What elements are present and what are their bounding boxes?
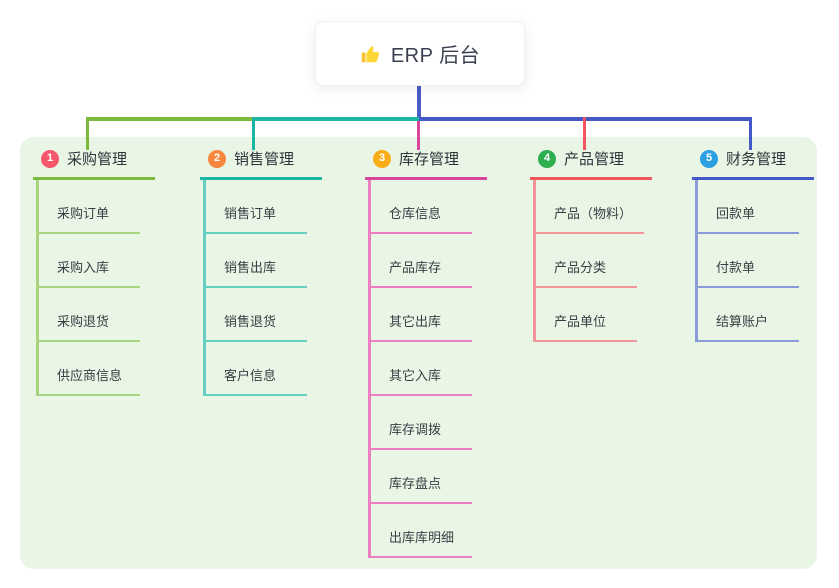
branch-sales: 2 销售管理 销售订单 销售出库 销售退货 客户信息 (200, 148, 322, 396)
branch-label: 销售管理 (234, 151, 295, 168)
child-row: 客户信息 (203, 342, 322, 396)
child-row: 采购退货 (36, 288, 155, 342)
branch-inventory: 3 库存管理 仓库信息 产品库存 其它出库 其它入库 库存调拨 库存盘点 出库库… (365, 148, 487, 558)
branch-product: 4 产品管理 产品（物料） 产品分类 产品单位 (530, 148, 652, 342)
branch-title-finance[interactable]: 5 财务管理 (692, 148, 814, 180)
child-row: 其它出库 (368, 288, 487, 342)
child-node[interactable]: 库存盘点 (368, 473, 472, 504)
branch-children: 仓库信息 产品库存 其它出库 其它入库 库存调拨 库存盘点 出库库明细 (368, 180, 487, 558)
branch-children: 产品（物料） 产品分类 产品单位 (533, 180, 652, 342)
child-node[interactable]: 销售退货 (203, 311, 307, 342)
branch-title-sales[interactable]: 2 销售管理 (200, 148, 322, 180)
child-row: 采购入库 (36, 234, 155, 288)
child-node[interactable]: 采购退货 (36, 311, 140, 342)
child-node[interactable]: 采购订单 (36, 203, 140, 234)
child-node[interactable]: 产品库存 (368, 257, 472, 288)
child-row: 出库库明细 (368, 504, 487, 558)
branch-label: 库存管理 (399, 151, 460, 168)
connector-child-vertical (695, 180, 698, 342)
connector-child-vertical (368, 180, 371, 558)
connector-child-vertical (533, 180, 536, 342)
branch-children: 采购订单 采购入库 采购退货 供应商信息 (36, 180, 155, 396)
branch-label: 产品管理 (564, 151, 625, 168)
child-node[interactable]: 客户信息 (203, 365, 307, 396)
branch-number-badge: 5 (700, 149, 718, 168)
branch-title-inventory[interactable]: 3 库存管理 (365, 148, 487, 180)
branch-children: 销售订单 销售出库 销售退货 客户信息 (203, 180, 322, 396)
child-row: 仓库信息 (368, 180, 487, 234)
child-row: 产品单位 (533, 288, 652, 342)
connector-drop-branch4 (583, 117, 586, 150)
connector-child-vertical (36, 180, 39, 396)
connector-root-vertical (417, 84, 421, 119)
connector-drop-branch5 (749, 117, 752, 150)
branch-children: 回款单 付款单 结算账户 (695, 180, 814, 342)
child-node[interactable]: 供应商信息 (36, 365, 140, 396)
branch-title-purchase[interactable]: 1 采购管理 (33, 148, 155, 180)
branch-title-product[interactable]: 4 产品管理 (530, 148, 652, 180)
branch-number-badge: 1 (41, 149, 59, 168)
child-node[interactable]: 销售出库 (203, 257, 307, 288)
child-row: 产品（物料） (533, 180, 652, 234)
connector-drop-branch1 (86, 117, 89, 150)
child-node[interactable]: 出库库明细 (368, 527, 472, 558)
branch-purchase: 1 采购管理 采购订单 采购入库 采购退货 供应商信息 (33, 148, 155, 396)
child-node[interactable]: 采购入库 (36, 257, 140, 288)
connector-bus-teal (254, 117, 419, 121)
child-row: 产品库存 (368, 234, 487, 288)
connector-bus-green (86, 117, 254, 121)
child-row: 销售出库 (203, 234, 322, 288)
mindmap-panel (20, 137, 817, 569)
child-node[interactable]: 其它出库 (368, 311, 472, 342)
child-node[interactable]: 产品单位 (533, 311, 637, 342)
branch-number-badge: 2 (208, 149, 226, 168)
thumbs-up-icon (360, 43, 382, 65)
root-node-label: ERP 后台 (390, 45, 481, 67)
child-row: 销售退货 (203, 288, 322, 342)
connector-child-vertical (203, 180, 206, 396)
child-node[interactable]: 回款单 (695, 203, 799, 234)
child-node[interactable]: 产品（物料） (533, 203, 645, 234)
child-row: 结算账户 (695, 288, 814, 342)
branch-label: 采购管理 (67, 151, 128, 168)
connector-drop-branch2 (252, 117, 255, 150)
child-node[interactable]: 仓库信息 (368, 203, 472, 234)
branch-finance: 5 财务管理 回款单 付款单 结算账户 (692, 148, 814, 342)
child-row: 回款单 (695, 180, 814, 234)
connector-drop-branch3 (417, 121, 420, 150)
child-node[interactable]: 其它入库 (368, 365, 472, 396)
child-node[interactable]: 产品分类 (533, 257, 637, 288)
child-row: 付款单 (695, 234, 814, 288)
child-node[interactable]: 结算账户 (695, 311, 799, 342)
child-row: 采购订单 (36, 180, 155, 234)
branch-number-badge: 3 (373, 149, 391, 168)
child-row: 库存盘点 (368, 450, 487, 504)
root-node[interactable]: ERP 后台 (315, 21, 525, 86)
branch-label: 财务管理 (726, 151, 787, 168)
child-row: 库存调拨 (368, 396, 487, 450)
child-node[interactable]: 付款单 (695, 257, 799, 288)
branch-number-badge: 4 (538, 149, 556, 168)
child-row: 其它入库 (368, 342, 487, 396)
child-row: 销售订单 (203, 180, 322, 234)
child-node[interactable]: 库存调拨 (368, 419, 472, 450)
child-node[interactable]: 销售订单 (203, 203, 307, 234)
child-row: 产品分类 (533, 234, 652, 288)
child-row: 供应商信息 (36, 342, 155, 396)
